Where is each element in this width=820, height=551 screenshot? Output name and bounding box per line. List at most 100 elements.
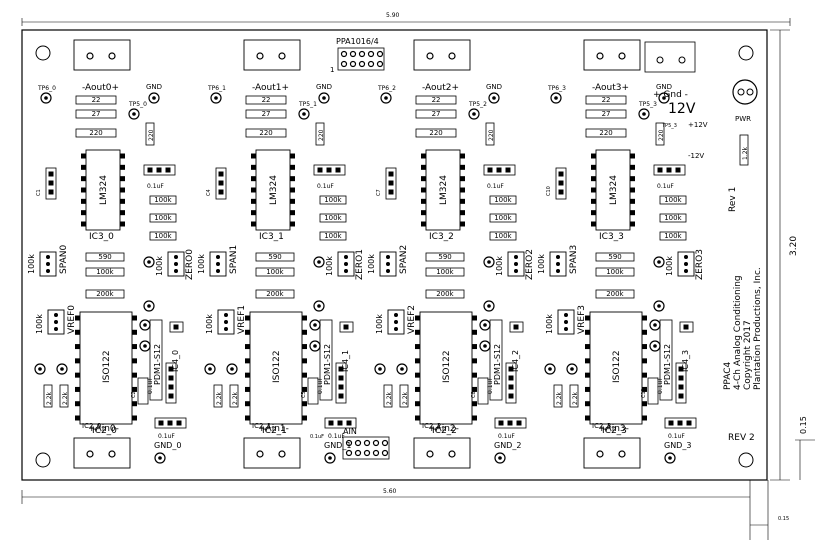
ch1-cap2-ref: C5 [301, 391, 307, 398]
ch3-ic4-label: IC4_3 [681, 350, 690, 372]
ch0-tp-b-pad [60, 367, 64, 371]
ch3-iso122-pin [585, 372, 590, 378]
ch3-iso122-pin [642, 329, 647, 335]
ch1-tp5 [298, 108, 310, 120]
ch3-tp6-label: TP6_3 [547, 85, 566, 92]
ch0-r27-value: 27 [92, 110, 101, 118]
ch3-cap2-ref: C11 [641, 388, 647, 398]
ch0-r2k-a [43, 384, 53, 408]
ch0-iso122-pin [132, 329, 137, 335]
ch1-vref-pot-pin [224, 327, 228, 331]
ch1-r100k-c [319, 231, 347, 241]
ch0-iso122-part: ISO122 [102, 350, 112, 383]
ch0-vref-pot-pin [54, 313, 58, 317]
ch2-r2k-b-label: 2.2k [402, 391, 409, 405]
ch0-r100k-c-value: 100k [154, 232, 172, 240]
ch0-gnd-top-label: GND [146, 83, 162, 91]
ch2-lm324-pin [421, 164, 426, 170]
ch0-r200k-value: 200k [96, 290, 114, 298]
ch3-cap-ref: C10 [546, 186, 552, 196]
ch2-lm324-pin [460, 187, 465, 193]
ch1-vref-pot-pin [224, 313, 228, 317]
ch3-lm324-pin [630, 221, 635, 227]
ch0-pdm-pins-pin [168, 366, 174, 372]
ch0-iso122-pin [75, 315, 80, 321]
ch1-span-pot-value: 100k [197, 254, 206, 274]
ch0-gnd-bottom-tp [154, 452, 166, 464]
ch1-zero-pot-pin [344, 255, 348, 259]
ch1-lm324-pin [290, 153, 295, 159]
ch0-pdm-pins-pin [168, 393, 174, 399]
ch1-iso122-pin [302, 372, 307, 378]
ch3-gnd-tp-pad [662, 96, 666, 100]
ch1-r220 [245, 128, 287, 138]
ch3-zero-pot [677, 251, 695, 277]
ch2-iso122-pin [415, 415, 420, 421]
ch3-r27-value: 27 [602, 110, 611, 118]
ch3-lm324-pin [591, 221, 596, 227]
ch0-r220-value: 220 [89, 129, 102, 137]
ch1-r100k-d [255, 267, 295, 277]
ch0-ic4-label: IC4_0 [171, 350, 180, 372]
ch0-bottom-cap-hdr-pin [167, 420, 173, 426]
ch0-lm324-pin [81, 210, 86, 216]
header-connector [337, 47, 385, 71]
ch3-lm324-pin [630, 164, 635, 170]
ch3-tp-a [544, 363, 556, 375]
ch2-iso122-pin [415, 372, 420, 378]
ch0-lm324-pin [81, 153, 86, 159]
ch0-tp-b [56, 363, 68, 375]
ch2-r200k-value: 200k [436, 290, 454, 298]
ch1-tp8-pad [313, 344, 317, 348]
ch2-r100k-c-value: 100k [494, 232, 512, 240]
ch3-iso122-ref: IC2_3 [602, 426, 627, 436]
ch0-r2k-b [59, 384, 69, 408]
ch3-pdm-pins [675, 362, 687, 404]
ch3-lm324-pin [630, 198, 635, 204]
ch1-iso122-pin [245, 315, 250, 321]
ch2-span-pot-pin [386, 262, 390, 266]
ch3-cap2-value: 0.1uF [657, 377, 664, 394]
ch1-r220-value: 220 [259, 129, 272, 137]
ch0-tp5-pad [132, 112, 136, 116]
ch3-r100k-c-value: 100k [664, 232, 682, 240]
ch3-r200k-value: 200k [606, 290, 624, 298]
ch2-r100k-d-value: 100k [436, 268, 454, 276]
ch2-lm324-pin [421, 198, 426, 204]
ch2-vref-pot-pin [394, 320, 398, 324]
ch2-gnd-bottom-label: GND_2 [494, 441, 521, 450]
ch0-cap2-value: 0.1uF [147, 377, 154, 394]
ch2-r100k-b-value: 100k [494, 214, 512, 222]
ch2-zero-pot-value: 100k [495, 256, 504, 276]
ch2-tp-a [374, 363, 386, 375]
ch1-lm324-pin [290, 187, 295, 193]
ch0-tp8-pad [143, 344, 147, 348]
ch0-span-label: SPAN0 [59, 245, 69, 274]
ch0-aout-terminal-screw [86, 52, 94, 60]
ch1-pdm-pins-pin [338, 366, 344, 372]
ch3-r2k-a [553, 384, 563, 408]
ch0-gnd-tp-pad [152, 96, 156, 100]
ch0-c-hdr-pin [147, 167, 153, 173]
ch1-lm324-ref: IC3_1 [259, 232, 284, 242]
ch3-r2k-a-label: 2.2k [556, 391, 563, 405]
ch3-lm324-pin [591, 164, 596, 170]
ch0-cap-hdr-pin [48, 171, 54, 177]
ch3-ain-terminal [583, 437, 641, 469]
ch2-pdm-pins-pin [508, 366, 514, 372]
ch3-iso122-pin [642, 344, 647, 350]
ch1-r27 [245, 109, 287, 119]
ch0-c-hdr-pin [156, 167, 162, 173]
ch1-r2k-b-label: 2.2k [232, 391, 239, 405]
ch2-iso122-pin [472, 401, 477, 407]
ch1-iso122-pin [302, 344, 307, 350]
ch2-aout-terminal-screw [448, 52, 456, 60]
ch2-aout-label: -Aout2+ [422, 83, 459, 93]
ch1-tp4 [313, 256, 325, 268]
ch0-iso122-pin [132, 372, 137, 378]
ch1-r100k-a-value: 100k [324, 196, 342, 204]
ch3-ic4-pad [679, 321, 694, 333]
power-tp-label: TP5_3 [661, 123, 677, 129]
ch0-lm324-pin [120, 198, 125, 204]
ch2-zero-label: ZERO2 [525, 249, 535, 280]
